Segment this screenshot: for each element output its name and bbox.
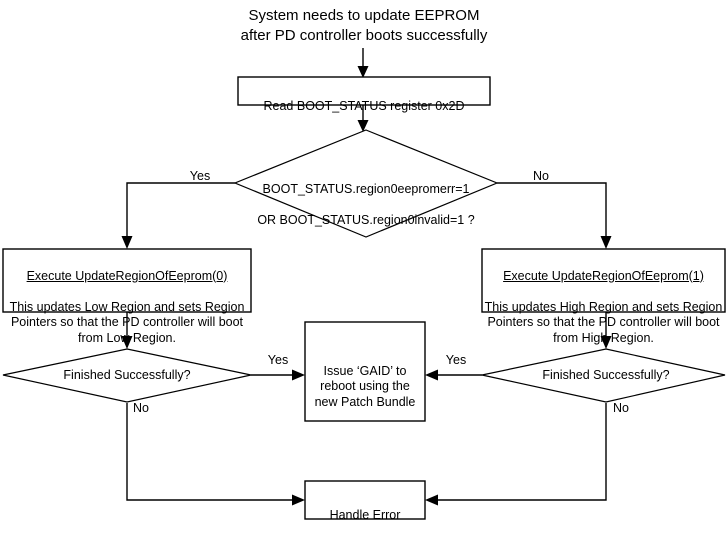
flowchart-canvas: System needs to update EEPROM after PD c…	[2, 7, 726, 522]
flowchart-graphics	[2, 48, 726, 520]
node-handle-error-shape[interactable]	[304, 480, 426, 520]
connector-finished-right-yes-to-gaid	[425, 369, 482, 381]
node-read-boot-status-shape[interactable]	[237, 76, 491, 106]
node-finished-left-shape[interactable]	[2, 348, 252, 403]
connector-title-to-read	[357, 48, 369, 78]
node-update-low-region-shape[interactable]	[2, 248, 252, 313]
connector-finished-right-no-to-error	[425, 403, 607, 506]
node-issue-gaid-shape[interactable]	[304, 321, 426, 422]
edge-label-finished-left-yes: Yes	[267, 353, 289, 367]
connector-decision-no-to-high	[497, 182, 612, 249]
connector-finished-left-yes-to-gaid	[251, 369, 305, 381]
node-finished-right-shape[interactable]	[481, 348, 726, 403]
connector-read-to-decision	[357, 105, 369, 132]
connector-finished-left-no-to-error	[126, 403, 305, 506]
diagram-title: System needs to update EEPROM after PD c…	[240, 7, 488, 44]
edge-label-finished-right-yes: Yes	[445, 353, 467, 367]
connector-high-to-finished-right	[600, 312, 612, 349]
edge-label-decision-yes: Yes	[189, 169, 211, 183]
connector-low-to-finished-left	[121, 312, 133, 349]
node-check-region0-shape[interactable]	[233, 129, 499, 238]
edge-label-finished-right-no: No	[613, 401, 629, 415]
edge-label-decision-no: No	[533, 169, 549, 183]
edge-label-finished-left-no: No	[133, 401, 149, 415]
node-update-high-region-shape[interactable]	[481, 248, 726, 313]
connector-decision-yes-to-low	[121, 182, 235, 249]
